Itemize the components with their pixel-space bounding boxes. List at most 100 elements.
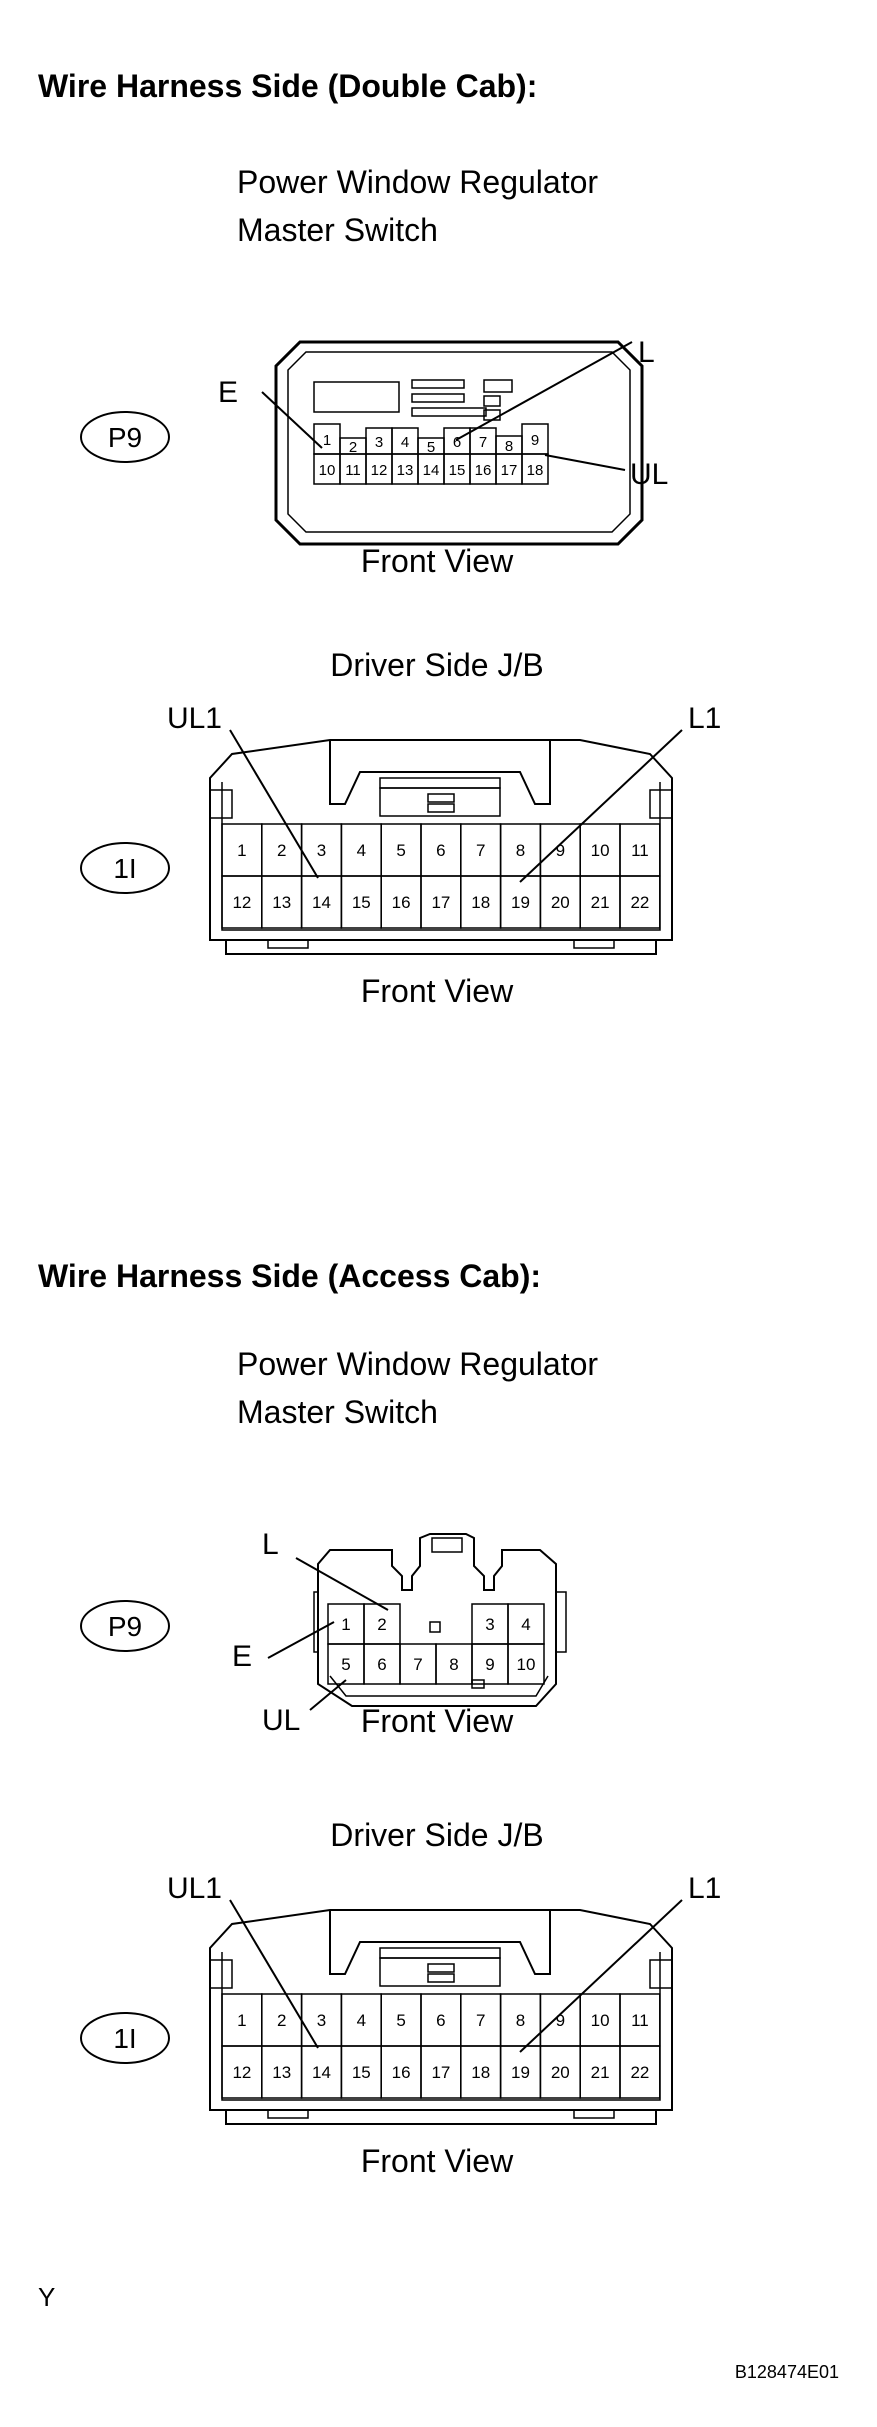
- pin-number: 11: [631, 841, 649, 860]
- pin-number: 9: [485, 1655, 494, 1674]
- connector-code-badge: [80, 411, 170, 463]
- connector-code-badge: [80, 2012, 170, 2064]
- wire-label-E: E: [232, 1640, 252, 1673]
- connector-code: P9: [108, 1611, 142, 1642]
- pin-number: 4: [401, 434, 409, 451]
- pin-number: 14: [312, 893, 331, 912]
- pin-number: 2: [277, 841, 286, 860]
- connector-code-badge: [80, 842, 170, 894]
- pin-number: 5: [396, 841, 405, 860]
- pin-number: 8: [516, 841, 525, 860]
- pin-number: 1: [237, 841, 246, 860]
- pin-number: 15: [352, 893, 371, 912]
- pin-number: 17: [431, 2063, 450, 2082]
- pin-number: 7: [476, 841, 485, 860]
- pin-number: 6: [377, 1655, 386, 1674]
- pin-number: 3: [317, 841, 326, 860]
- pin-number: 4: [357, 841, 366, 860]
- leader-line-L: [455, 341, 633, 441]
- front-view-label: Front View: [361, 543, 514, 579]
- master-switch-title: Power Window Regulator Master Switch: [237, 1340, 598, 1436]
- pin-number: 7: [413, 1655, 422, 1674]
- pin-cell: [507, 1643, 545, 1685]
- connector-code: 1I: [113, 853, 136, 884]
- leader-line-L1: [519, 729, 683, 883]
- pin-number: 4: [521, 1615, 530, 1634]
- pin-number: 14: [423, 462, 440, 479]
- wire-label-UL: UL: [262, 1704, 300, 1737]
- pin-number: 21: [591, 2063, 610, 2082]
- pin-number: 9: [556, 2011, 565, 2030]
- master-switch-title-line1: Power Window Regulator: [237, 1346, 599, 1382]
- pin-number: 18: [471, 893, 490, 912]
- leader-line-L1: [519, 1899, 683, 2053]
- pin-number: 20: [551, 2063, 570, 2082]
- connector-code-badge: [80, 1600, 170, 1652]
- pin-number: 12: [232, 893, 251, 912]
- connector-code: 1I: [113, 2023, 136, 2054]
- footer-mark: Y: [38, 2282, 56, 2312]
- pin-number: 1: [237, 2011, 246, 2030]
- pin-number: 8: [449, 1655, 458, 1674]
- connector-key: [483, 395, 501, 407]
- pin-number: 17: [431, 893, 450, 912]
- leader-line-UL1: [229, 1899, 319, 2049]
- connector-latch-slot: [313, 381, 400, 413]
- wire-label-UL1: UL1: [167, 702, 222, 735]
- pin-number: 12: [232, 2063, 251, 2082]
- pin-number: 22: [630, 2063, 649, 2082]
- wire-label-UL: UL: [630, 458, 668, 491]
- pin-number: 6: [436, 841, 445, 860]
- leader-line-UL1: [229, 729, 319, 879]
- pin-number: 10: [591, 2011, 610, 2030]
- front-view-label: Front View: [361, 973, 514, 1009]
- pin-number: 10: [591, 841, 610, 860]
- front-view-label: Front View: [361, 1703, 514, 1739]
- jb-double-cab-connector-diagram: Driver Side J/B 1I 1 12 2 13 3 14 4 15 5 16 6 17 7 18…: [80, 647, 721, 1009]
- pin-number: 19: [511, 2063, 530, 2082]
- pin-cell: [521, 453, 549, 485]
- pin-number: 13: [272, 893, 291, 912]
- pin-number: 16: [392, 2063, 411, 2082]
- leader-line-L: [295, 1557, 389, 1611]
- pin-number: 8: [516, 2011, 525, 2030]
- pin-number: 3: [485, 1615, 494, 1634]
- leader-line-UL: [309, 1679, 347, 1711]
- pin-number: 21: [591, 893, 610, 912]
- wire-label-L: L: [638, 336, 655, 369]
- front-view-label: Front View: [361, 2143, 514, 2179]
- pin-number: 10: [517, 1655, 536, 1674]
- pin-number: 7: [479, 434, 487, 451]
- pin-cell: [619, 875, 661, 929]
- pin-number: 1: [341, 1615, 350, 1634]
- connector-rib: [411, 407, 487, 417]
- pin-number: 18: [471, 2063, 490, 2082]
- pin-number: 18: [527, 462, 544, 479]
- pin-number: 4: [357, 2011, 366, 2030]
- wire-label-UL1: UL1: [167, 1872, 222, 1905]
- section-heading-access-cab: Wire Harness Side (Access Cab):: [38, 1258, 542, 1294]
- master-switch-title-line2: Master Switch: [237, 212, 438, 248]
- pin-number: 14: [312, 2063, 331, 2082]
- pin-number: 2: [277, 2011, 286, 2030]
- pin-number: 3: [317, 2011, 326, 2030]
- junction-block-title: Driver Side J/B: [330, 647, 543, 683]
- pin-number: 1: [323, 432, 331, 449]
- leader-line-E: [261, 391, 323, 449]
- pin-number: 16: [392, 893, 411, 912]
- pin-number: 5: [396, 2011, 405, 2030]
- wire-label-E: E: [218, 376, 238, 409]
- pin-number: 17: [501, 462, 518, 479]
- leader-line-E: [267, 1621, 335, 1659]
- pin-number: 7: [476, 2011, 485, 2030]
- pin-number: 11: [631, 2011, 649, 2030]
- pin-number: 16: [475, 462, 492, 479]
- pin-number: 2: [349, 439, 357, 456]
- leader-line-UL: [544, 454, 626, 471]
- pin-number: 5: [341, 1655, 350, 1674]
